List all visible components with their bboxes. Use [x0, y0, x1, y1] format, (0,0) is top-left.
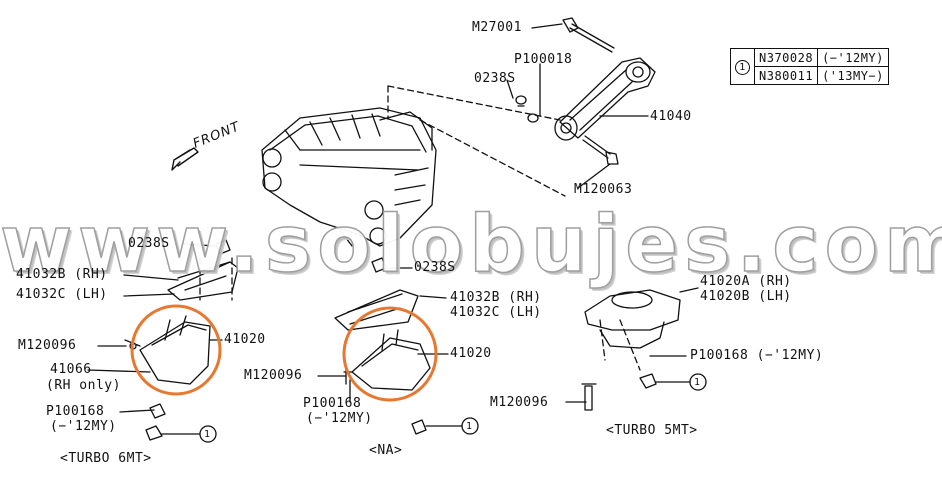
label-p100018: P100018 — [514, 52, 573, 67]
label-0238s-top: 0238S — [474, 71, 516, 86]
label-ref1-left: 1 — [204, 429, 211, 440]
legend-ref-symbol: 1 — [735, 59, 750, 75]
label-0238s-left: 0238S — [128, 236, 170, 251]
label-m27001: M27001 — [472, 20, 522, 35]
label-m120096-mid: M120096 — [244, 368, 303, 383]
highlight-circle-mid — [342, 306, 438, 402]
label-p100168-right: P100168 (−'12MY) — [690, 348, 824, 363]
right-mount-drawing — [581, 289, 681, 411]
watermark: www.solobujes.com — [0, 199, 942, 291]
left-mount-drawing — [124, 239, 239, 441]
front-arrow — [171, 147, 199, 171]
label-rh-only: (RH only) — [46, 378, 121, 393]
label-41032c-mid: 41032C (LH) — [450, 305, 542, 320]
label-p100168-left-years: (−'12MY) — [50, 419, 117, 434]
engine-block-drawing — [261, 107, 437, 249]
leader-lines — [87, 23, 699, 435]
legend-table: 1 N370028 (−'12MY) N380011 ('13MY−) — [730, 48, 889, 85]
label-p100168-mid: P100168 — [303, 396, 362, 411]
label-m120096-right: M120096 — [490, 395, 549, 410]
label-na: <NA> — [369, 443, 403, 458]
ref-circle-mid — [461, 417, 479, 435]
label-p100168-mid-years: (−'12MY) — [306, 411, 373, 426]
label-41032b-mid: 41032B (RH) — [450, 290, 542, 305]
ref-circle-left — [199, 425, 217, 443]
legend-ref-cell: 1 — [730, 48, 755, 85]
pitching-stopper-drawing — [515, 17, 656, 165]
label-turbo-5mt: <TURBO 5MT> — [606, 423, 698, 438]
middle-mount-drawing — [334, 257, 431, 435]
legend-part: N380011 — [753, 66, 819, 85]
legend-years: (−'12MY) — [817, 48, 889, 67]
legend-years: ('13MY−) — [817, 66, 889, 85]
label-41040: 41040 — [650, 109, 692, 124]
label-m120063: M120063 — [574, 182, 633, 197]
legend-row: N380011 ('13MY−) — [731, 66, 889, 85]
label-0238s-mid: 0238S — [414, 260, 456, 275]
label-turbo-6mt: <TURBO 6MT> — [60, 451, 152, 466]
label-p100168-left: P100168 — [46, 404, 105, 419]
label-ref1-mid: 1 — [466, 421, 473, 432]
label-41066: 41066 — [50, 362, 92, 377]
legend-row: 1 N370028 (−'12MY) — [730, 48, 889, 85]
label-ref1-right: 1 — [694, 377, 701, 388]
legend-part: N370028 — [753, 48, 819, 67]
highlight-circle-left — [130, 304, 222, 396]
label-41020-left: 41020 — [224, 332, 266, 347]
label-41020a: 41020A (RH) — [700, 274, 792, 289]
label-41020-mid: 41020 — [450, 346, 492, 361]
label-41020b: 41020B (LH) — [700, 289, 792, 304]
label-41032c-left: 41032C (LH) — [16, 287, 108, 302]
label-41032b-left: 41032B (RH) — [16, 267, 108, 282]
ref-circle-right — [689, 373, 707, 391]
label-m120096-left: M120096 — [18, 338, 77, 353]
